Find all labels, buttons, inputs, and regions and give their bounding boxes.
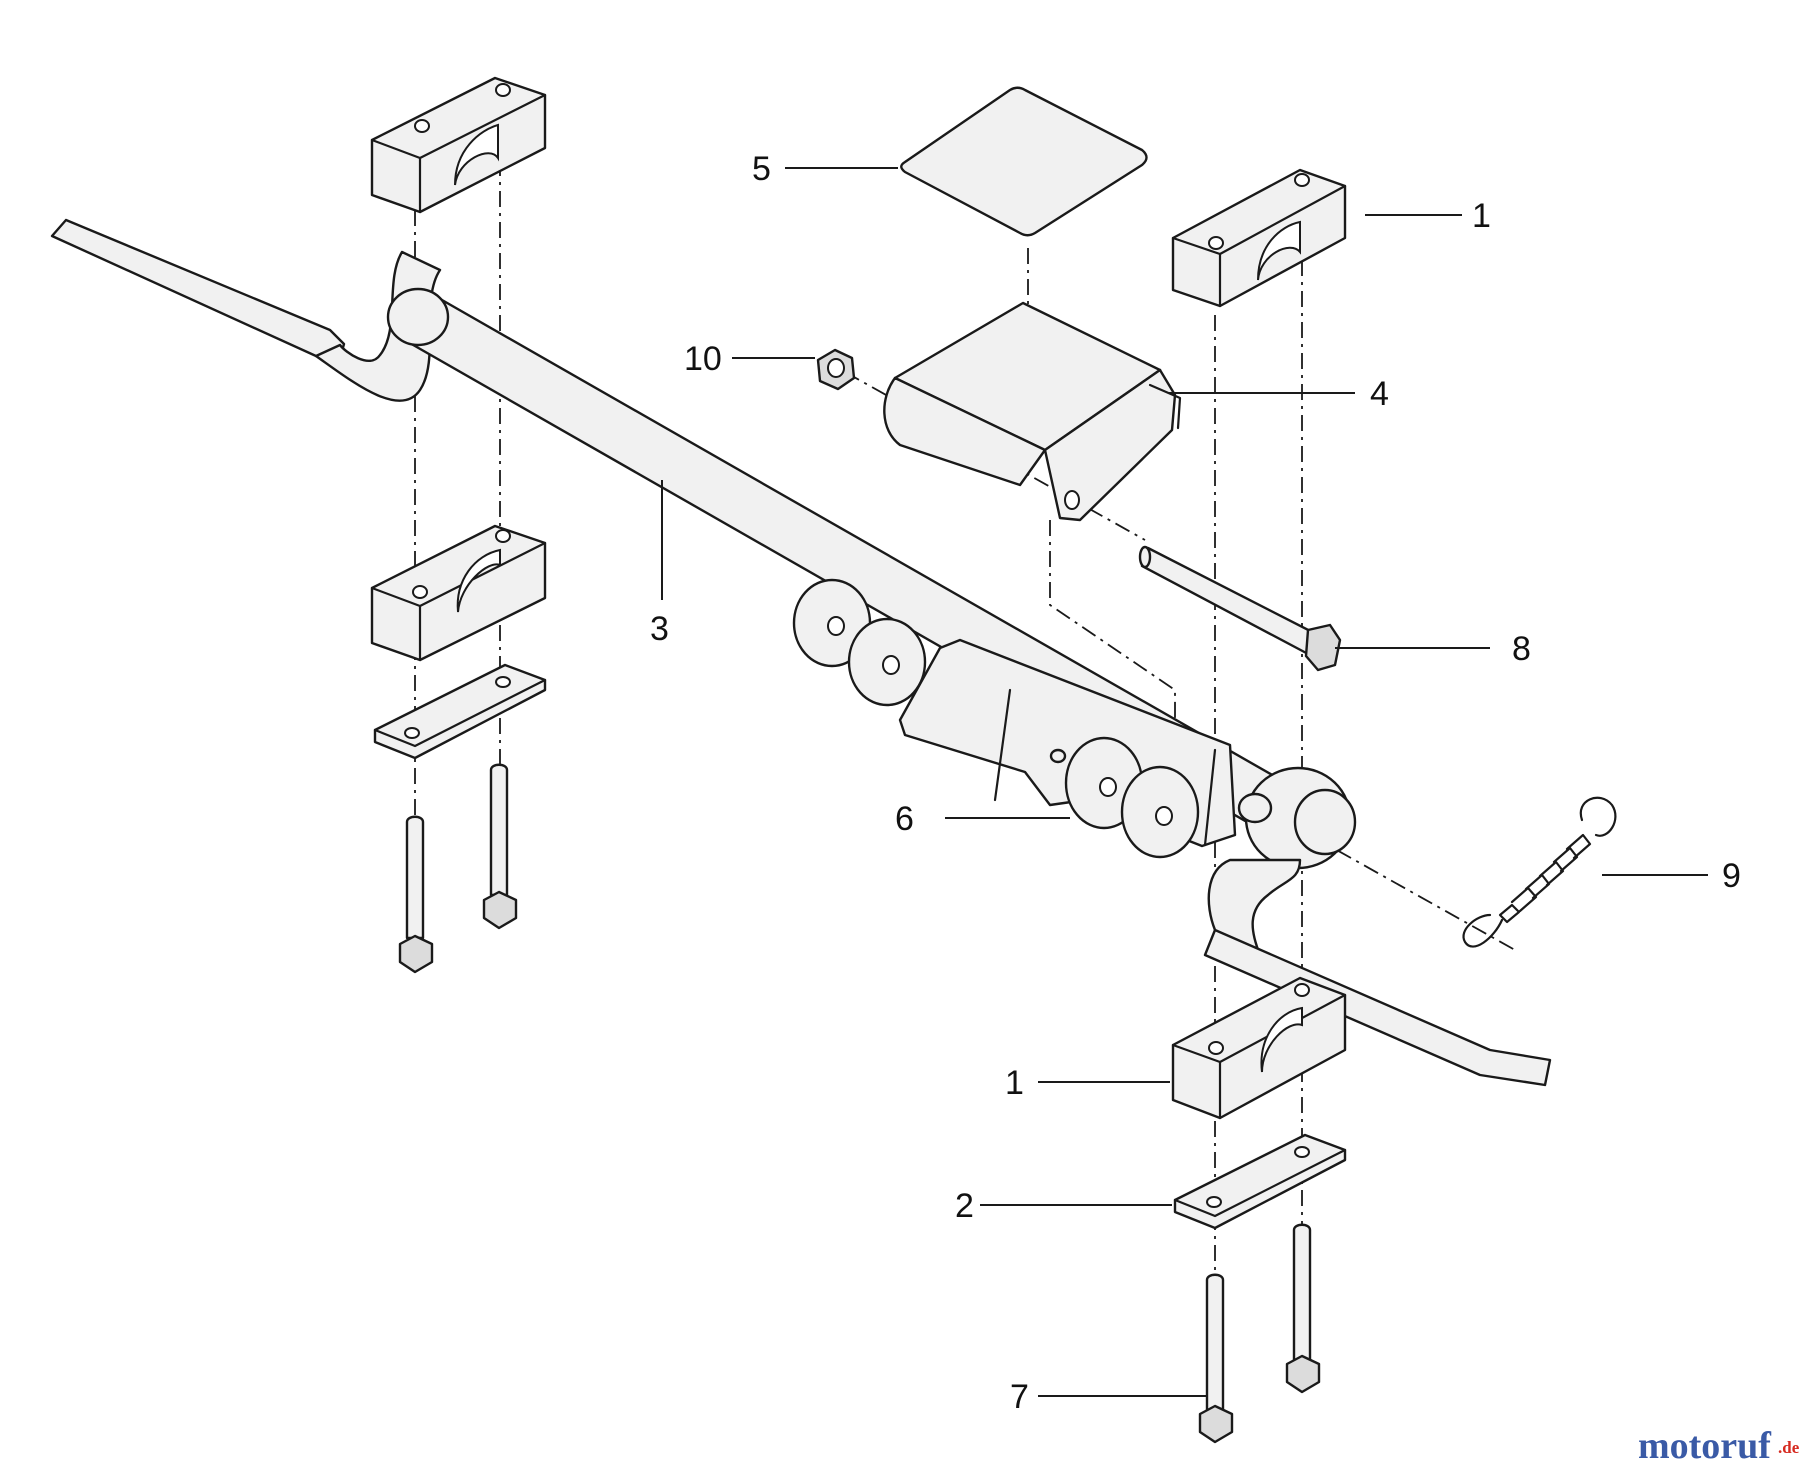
watermark-text: motoruf <box>1638 1425 1772 1467</box>
bolt-left-long <box>482 763 518 930</box>
nut-part-10 <box>816 348 856 391</box>
callout-7: 7 <box>1010 1378 1029 1416</box>
watermark-suffix: .de <box>1778 1438 1800 1457</box>
callout-9: 9 <box>1722 857 1741 895</box>
bolt-right-front <box>1198 1273 1234 1444</box>
callout-4: 4 <box>1370 375 1389 413</box>
callout-1-top: 1 <box>1472 197 1491 235</box>
callout-3: 3 <box>650 610 669 648</box>
callout-6: 6 <box>895 800 914 838</box>
plate-right <box>1173 1133 1347 1230</box>
pivot-bolt-part-8 <box>1138 545 1342 672</box>
bearing-block-lower-right <box>1171 976 1347 1120</box>
bolt-right-rear <box>1285 1223 1321 1394</box>
arm-and-washers-part-6 <box>792 578 1273 859</box>
bearing-block-upper-left <box>370 76 547 214</box>
bearing-block-upper-right <box>1171 168 1347 308</box>
plate-left <box>373 663 547 760</box>
callout-10: 10 <box>684 340 722 378</box>
bearing-block-lower-left <box>370 524 547 662</box>
bolt-left-short <box>398 815 434 974</box>
callout-labels: 1 1 2 3 4 5 6 7 8 9 10 <box>650 150 1741 1416</box>
callout-1-bottom: 1 <box>1005 1064 1024 1102</box>
leader-lines <box>661 167 1708 1397</box>
callout-2: 2 <box>955 1187 974 1225</box>
watermark-logo: motoruf .de <box>1638 1425 1800 1467</box>
callout-8: 8 <box>1512 630 1531 668</box>
pedal-pad-part-5 <box>900 86 1148 237</box>
pedal-bracket-part-4 <box>883 301 1182 522</box>
callout-5: 5 <box>752 150 771 188</box>
spring-part-9 <box>1462 796 1617 948</box>
